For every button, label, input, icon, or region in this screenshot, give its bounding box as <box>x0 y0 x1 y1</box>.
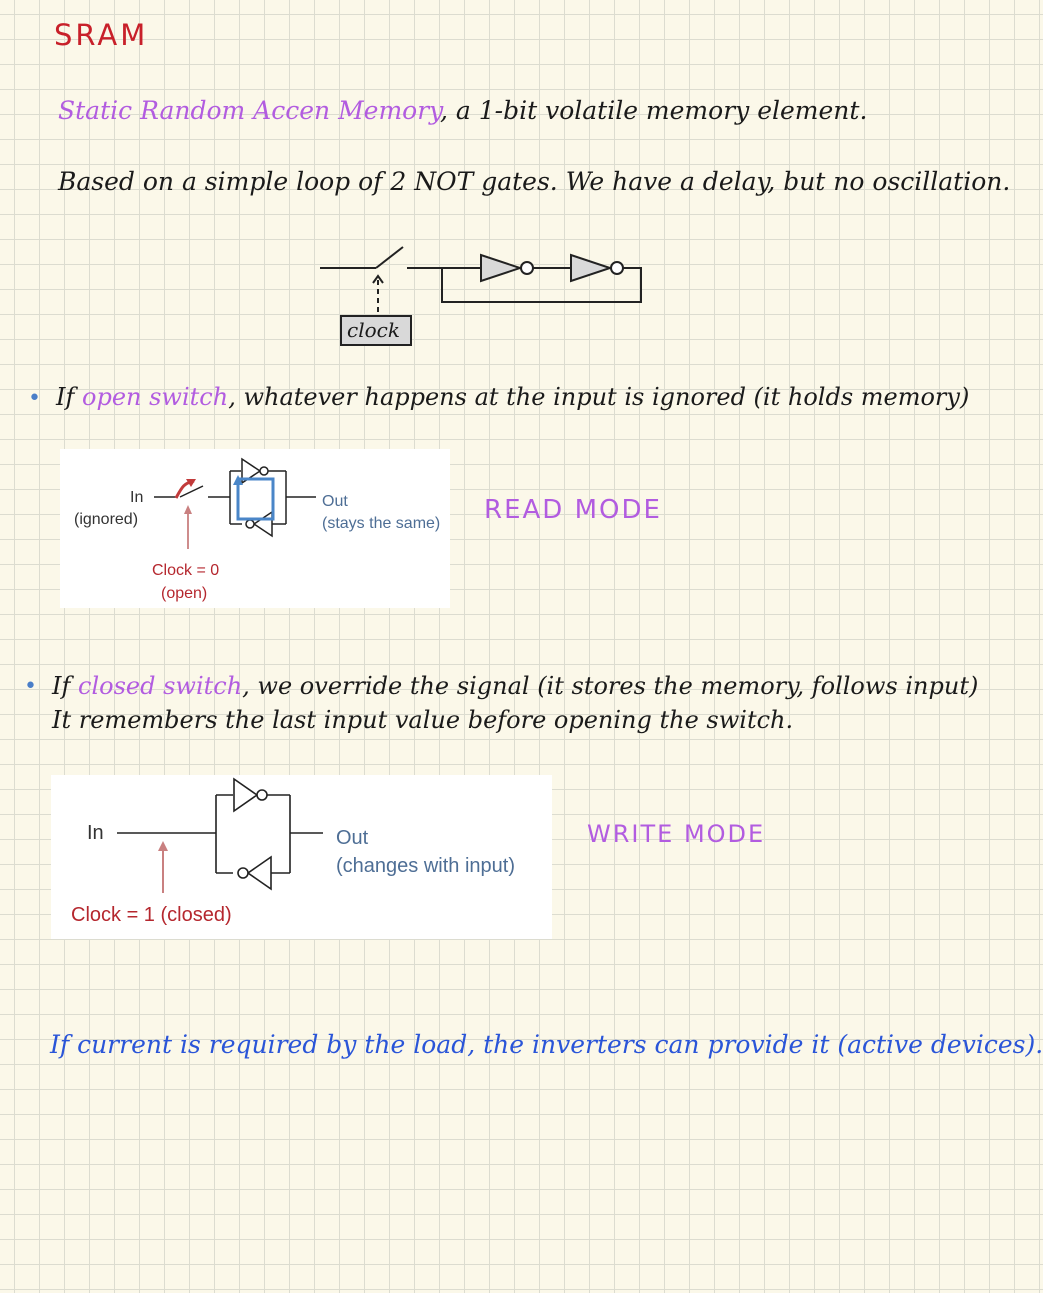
read-in-label: In <box>130 489 144 506</box>
read-circuit <box>154 457 316 549</box>
open-term: open switch <box>82 383 229 411</box>
switch-blade <box>375 246 404 269</box>
read-memory-loop <box>236 477 275 521</box>
intro-term: Static Random Accen Memory <box>58 96 440 125</box>
read-clock-sub: (open) <box>161 585 208 602</box>
open-prefix: If <box>56 383 75 411</box>
read-in-sub: (ignored) <box>74 511 139 528</box>
clock-box <box>340 315 412 346</box>
inverter-2-icon <box>570 253 614 283</box>
read-inverter-top-icon <box>241 457 262 485</box>
closed-switch-line-2: It remembers the last input value before… <box>52 706 794 734</box>
write-inverter-bottom-icon <box>246 855 272 891</box>
write-in-label: In <box>87 822 104 844</box>
bullet-dot: • <box>28 386 41 411</box>
write-mode-figure: In Out (changes with input) Clock = 1 (c… <box>51 775 552 939</box>
feedback-loop <box>441 267 642 303</box>
intro-line: Static Random Accen Memory, a 1-bit vola… <box>58 96 867 125</box>
open-switch-line: If open switch, whatever happens at the … <box>56 383 969 411</box>
closed-term: closed switch <box>78 672 243 700</box>
write-inverter-top-icon <box>233 777 259 813</box>
open-rest: , whatever happens at the input is ignor… <box>228 383 970 411</box>
bullet-dot: • <box>24 674 37 699</box>
read-out-label: Out <box>322 493 348 510</box>
basis-line: Based on a simple loop of 2 NOT gates. W… <box>58 167 1011 196</box>
footer-note: If current is required by the load, the … <box>50 1030 1043 1059</box>
write-out-sub: (changes with input) <box>336 855 515 877</box>
write-clock-label: Clock = 1 (closed) <box>71 904 232 926</box>
read-out-sub: (stays the same) <box>322 515 441 532</box>
clock-box-label: clock <box>347 318 400 342</box>
inverter-loop-diagram <box>320 246 642 346</box>
inverter-1-bubble <box>520 261 534 275</box>
write-out-label: Out <box>336 827 369 849</box>
read-mode-label: READ MODE <box>484 495 662 525</box>
inverter-1-icon <box>480 253 524 283</box>
page-title: SRAM <box>54 18 149 52</box>
read-inverter-bottom-icon <box>252 510 273 538</box>
write-circuit <box>117 777 323 893</box>
closed-rest: , we override the signal (it stores the … <box>242 672 979 700</box>
read-clock-label: Clock = 0 <box>152 562 220 579</box>
read-mode-figure: In (ignored) Out (stays the same) Clock … <box>60 449 450 608</box>
inverter-2-bubble <box>610 261 624 275</box>
closed-prefix: If <box>52 672 71 700</box>
intro-rest: , a 1-bit volatile memory element. <box>439 96 868 125</box>
write-mode-label: WRITE MODE <box>587 820 766 848</box>
closed-switch-line: If closed switch, we override the signal… <box>52 672 978 700</box>
